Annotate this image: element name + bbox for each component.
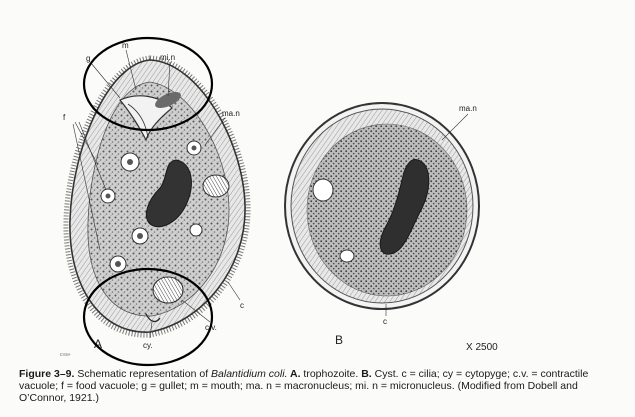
label-macronucleus-b: ma.n [459,104,477,113]
cyst-drawing [285,103,479,316]
caption-b-label: B. [361,368,372,380]
label-macronucleus-a: ma.n [222,109,240,118]
caption-a-text: trophozoite. [301,368,362,380]
panel-b-letter: B [335,333,343,347]
label-cilia-b: c [383,317,387,326]
corner-mark: c«s» [60,352,71,358]
label-micronucleus-a: mi.n [160,53,175,62]
label-food-vacuole: f [63,113,66,122]
label-gullet: g [86,54,90,63]
caption-text-1: Schematic representation of [74,368,211,380]
trophozoite-drawing [66,50,248,338]
label-cytopyge: cy. [143,341,153,350]
caption-figure-label: Figure 3–9. [19,368,74,380]
caption-species: Balantidium coli. [211,368,287,380]
magnification-label: X 2500 [466,342,498,353]
caption-a-label: A. [287,368,300,380]
label-cilia-a: c [240,301,244,310]
figure-caption: Figure 3–9. Schematic representation of … [19,368,619,404]
